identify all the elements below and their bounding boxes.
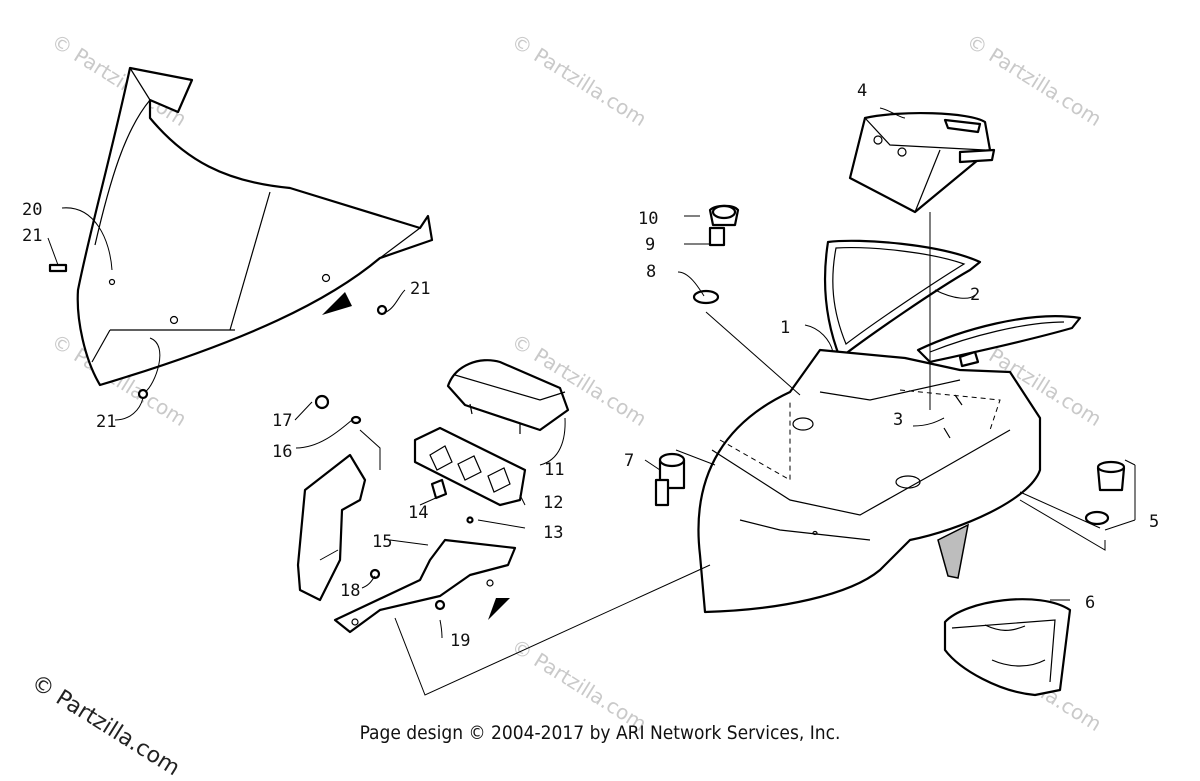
callout-3: 3 [893,410,903,430]
mount-bracket-part [296,453,517,634]
step-panel-part [943,598,1072,697]
callout-11: 11 [544,460,564,480]
callout-14: 14 [408,503,428,523]
callout-21: 21 [96,412,116,432]
callout-21: 21 [22,226,42,246]
callout-20: 20 [22,200,42,220]
callout-4: 4 [857,81,867,101]
callout-5: 5 [1149,512,1159,532]
watermark: © Partzilla.com [962,29,1106,131]
callout-labels: 20 21 21 21 4 10 9 8 2 1 3 7 5 6 17 16 1… [22,81,1159,651]
callout-18: 18 [340,581,360,601]
parts-diagram: © Partzilla.com © Partzilla.com © Partzi… [22,29,1159,736]
key-switch-part [692,204,740,305]
callout-13: 13 [543,523,563,543]
callout-6: 6 [1085,593,1095,613]
ignition-switch-part [654,452,686,507]
storage-cover-part [848,111,996,214]
callout-1: 1 [780,318,790,338]
screw-part [943,394,963,439]
callout-19: 19 [450,631,470,651]
leader-lines [47,107,1136,696]
page-footer: Page design © 2004-2017 by ARI Network S… [359,722,841,744]
callout-2: 2 [970,285,980,305]
callout-17: 17 [272,411,292,431]
power-outlet-part [1084,460,1126,526]
screw-part [48,263,388,400]
callout-21: 21 [410,279,430,299]
gauge-part [446,359,570,434]
fastener-part [314,394,474,524]
callout-16: 16 [272,442,292,462]
callout-10: 10 [638,209,658,229]
windshield-part [76,66,434,387]
callout-8: 8 [646,262,656,282]
trim-panel-part [824,239,1082,368]
watermark: © Partzilla.com [507,634,651,736]
watermark: © Partzilla.com [507,29,651,131]
callout-12: 12 [543,493,563,513]
callout-9: 9 [645,235,655,255]
hood-part [697,348,1042,614]
gauge-bracket-part [413,426,527,507]
callout-7: 7 [624,451,634,471]
fastener-part [369,568,446,611]
callout-15: 15 [372,532,392,552]
